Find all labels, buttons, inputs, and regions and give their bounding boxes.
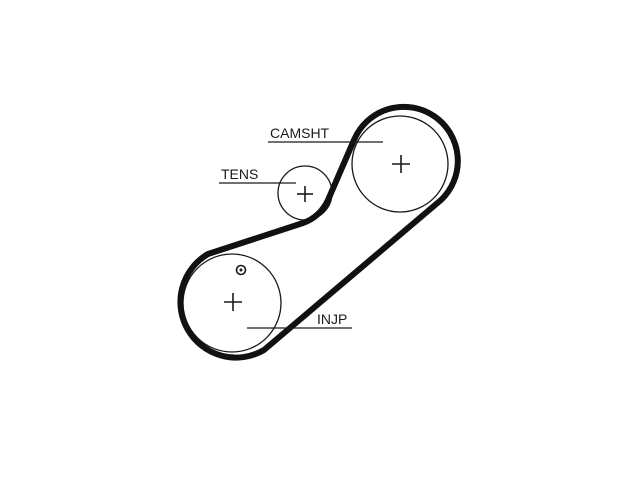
timing-belt xyxy=(177,103,461,361)
camshaft-center-plus-icon xyxy=(392,155,410,173)
camshaft-label: CAMSHT xyxy=(270,125,330,141)
camshaft-pulley xyxy=(351,115,449,213)
crankshaft-pulley xyxy=(182,253,282,353)
crankshaft-center-plus-icon xyxy=(224,293,242,311)
tensioner-label: TENS xyxy=(221,166,258,182)
tensioner-center-plus-icon xyxy=(297,186,313,202)
timing-mark-icon xyxy=(235,264,247,276)
injection-pump-label: INJP xyxy=(317,311,347,327)
